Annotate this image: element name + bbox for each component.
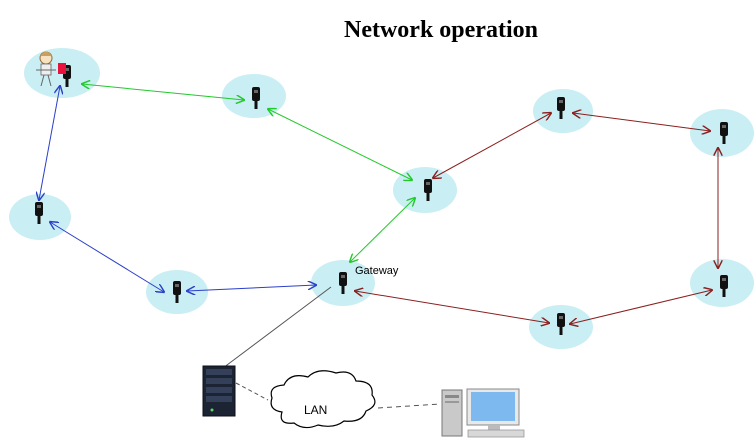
link-n9-gateway bbox=[187, 285, 316, 291]
link-user-n2 bbox=[82, 84, 244, 100]
lan-label: LAN bbox=[304, 403, 327, 417]
link-n10-n9 bbox=[50, 222, 164, 292]
node-bubbles bbox=[9, 48, 754, 349]
sensor-nodes bbox=[35, 65, 728, 335]
link-user-n10 bbox=[39, 86, 60, 200]
link-n2-n3 bbox=[268, 109, 412, 180]
green-links bbox=[82, 84, 415, 262]
link-n3-n4 bbox=[433, 113, 551, 178]
wire-gateway-server bbox=[222, 286, 332, 369]
wire-cloud-pc bbox=[377, 403, 441, 409]
page-title: Network operation bbox=[344, 17, 538, 43]
desktop-computer-icon bbox=[441, 388, 525, 438]
gateway-label: Gateway bbox=[355, 265, 399, 277]
link-n6-n7 bbox=[570, 290, 712, 324]
link-n4-n5 bbox=[573, 113, 710, 131]
blue-links bbox=[39, 86, 316, 292]
server-icon bbox=[202, 365, 236, 417]
link-n7-gateway bbox=[355, 291, 549, 323]
cloud-icon bbox=[270, 370, 376, 429]
wire-server-cloud bbox=[235, 382, 269, 401]
wired-links bbox=[222, 286, 441, 409]
user-icon bbox=[36, 51, 66, 87]
link-n3-gateway bbox=[350, 198, 415, 262]
red-links bbox=[355, 113, 718, 324]
